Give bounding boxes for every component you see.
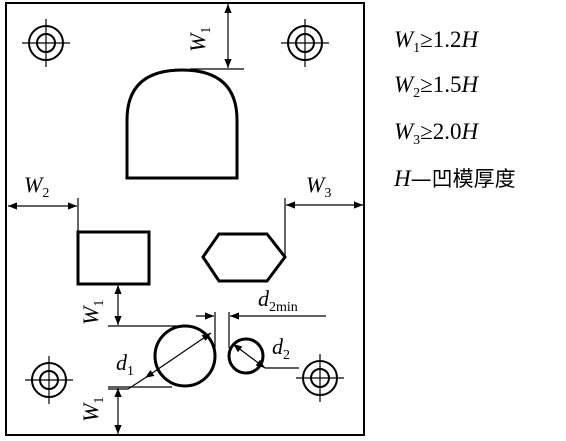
guide-hole-bottom-left xyxy=(25,356,73,404)
hexagon-cavity xyxy=(201,232,287,283)
die-plate-outline xyxy=(5,2,365,436)
w3-label: W3 xyxy=(306,172,331,201)
d2-label: d2 xyxy=(272,334,290,363)
legend: W1≥1.2H W2≥1.5H W3≥2.0H H—凹模厚度 xyxy=(393,27,516,191)
w1-bottom-label: W1 xyxy=(78,397,107,422)
d2min-label: d2min xyxy=(258,286,298,315)
w1-bottom-dimension: W1 xyxy=(78,386,172,434)
guide-hole-top-right xyxy=(281,19,329,67)
guide-hole-bottom-right xyxy=(296,354,344,402)
d2-dimension: d2 xyxy=(232,334,299,369)
w2-label: W2 xyxy=(24,172,49,201)
guide-hole-top-left xyxy=(22,19,70,67)
d1-dimension: d1 xyxy=(108,332,212,390)
d1-label: d1 xyxy=(116,350,134,379)
legend-w2: W2≥1.5H xyxy=(394,72,480,101)
legend-h: H—凹模厚度 xyxy=(393,166,516,191)
arch-cavity xyxy=(125,68,239,180)
w1-middle-label: W1 xyxy=(78,300,107,325)
legend-w1: W1≥1.2H xyxy=(394,27,480,56)
legend-w3: W3≥2.0H xyxy=(394,119,480,148)
rectangle-cavity xyxy=(76,230,151,286)
w1-middle-dimension: W1 xyxy=(78,285,190,327)
w1-top-dimension: W1 xyxy=(185,4,244,70)
hole-d1 xyxy=(153,324,217,388)
w1-top-label: W1 xyxy=(185,27,214,52)
w2-dimension: W2 xyxy=(8,172,79,232)
w3-dimension: W3 xyxy=(284,172,363,257)
d2min-dimension: d2min xyxy=(196,286,326,348)
